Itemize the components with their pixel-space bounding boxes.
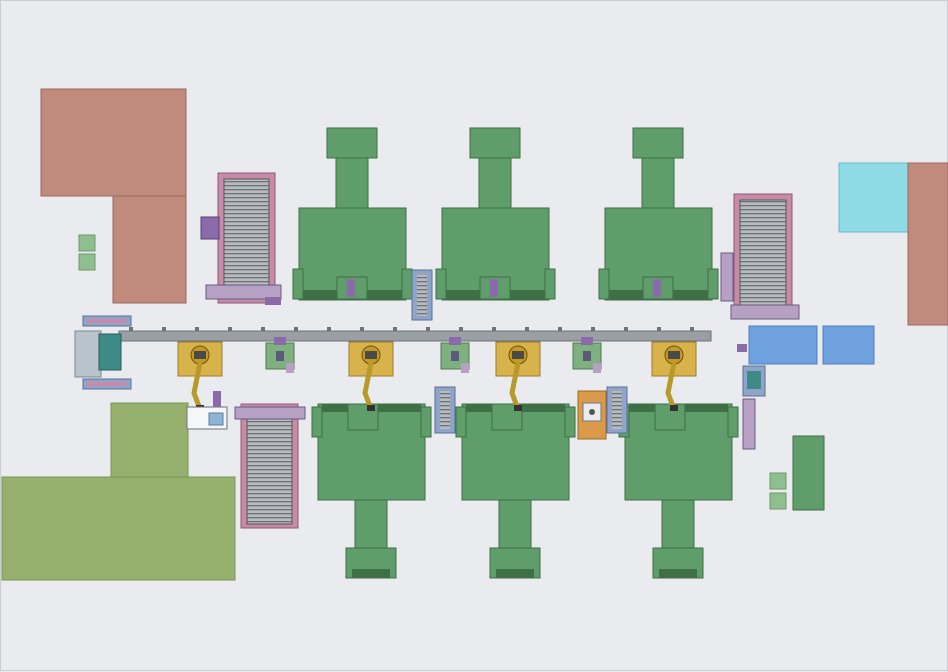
machine-upper-3 <box>598 127 719 301</box>
loading-station-left <box>74 315 132 390</box>
rail-tick <box>195 327 199 331</box>
fixture-2 <box>440 337 470 373</box>
rail-tick <box>393 327 397 331</box>
zone-blue-right <box>748 325 875 365</box>
upper-machines <box>292 127 719 301</box>
rail-tick <box>162 327 166 331</box>
rail-tick <box>327 327 331 331</box>
roller-conveyor-lower-left <box>234 403 306 529</box>
rail-tick <box>690 327 694 331</box>
machine-upper-2 <box>435 127 556 301</box>
robot-3 <box>495 341 541 411</box>
machine-lower-3 <box>618 403 739 579</box>
roller-conveyor-upper-left <box>200 172 282 305</box>
inspection-station-orange <box>577 390 607 440</box>
zone-olive-bottom-left <box>1 402 236 581</box>
rail-tick <box>624 327 628 331</box>
rail-tick <box>492 327 496 331</box>
rail-tick <box>657 327 661 331</box>
rail-tick <box>129 327 133 331</box>
zone-cyan-top-right <box>838 162 910 233</box>
side-stations <box>411 269 628 434</box>
station-right-lower <box>720 252 766 450</box>
rail-tick <box>294 327 298 331</box>
robot-1 <box>177 341 223 411</box>
machine-upper-1 <box>292 127 413 301</box>
rail-tick <box>459 327 463 331</box>
side-station-2 <box>434 386 456 434</box>
lower-machines <box>311 403 739 579</box>
rail-tick <box>591 327 595 331</box>
side-station-3 <box>606 386 628 434</box>
rail-tick <box>426 327 430 331</box>
rail-tick <box>360 327 364 331</box>
robot-2 <box>348 341 394 411</box>
robot-4 <box>651 341 697 411</box>
main-transfer-rail <box>118 330 712 342</box>
rail-tick <box>261 327 265 331</box>
rail-tick <box>525 327 529 331</box>
roller-conveyor-upper-right <box>730 193 800 320</box>
zone-green-right <box>769 435 825 511</box>
side-station-1 <box>411 269 433 321</box>
fixtures <box>265 337 602 373</box>
machine-lower-1 <box>311 403 432 579</box>
fixture-1 <box>265 337 295 373</box>
rail-ticks <box>129 327 694 331</box>
fixture-3 <box>572 337 602 373</box>
robots <box>177 341 697 411</box>
machine-lower-2 <box>455 403 576 579</box>
zone-brown-top-left <box>40 88 187 304</box>
small-green-pads-left <box>78 234 96 271</box>
zone-brown-right <box>907 162 948 326</box>
rail-tick <box>228 327 232 331</box>
transfer-box-left <box>186 391 228 430</box>
rail-tick <box>558 327 562 331</box>
